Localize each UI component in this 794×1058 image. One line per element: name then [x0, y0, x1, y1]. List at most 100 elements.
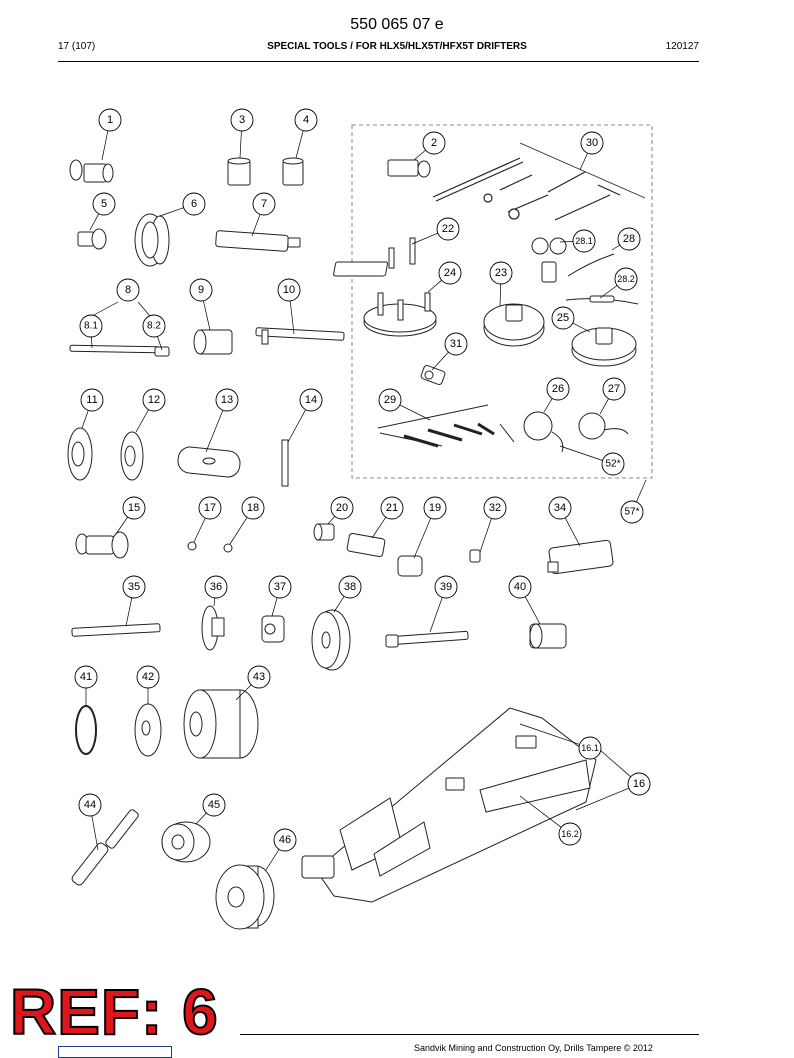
callout-circle — [98, 108, 122, 132]
callout-circle — [182, 192, 206, 216]
callout-28-2: 28.2 — [614, 267, 638, 291]
callout-8: 8 — [116, 278, 140, 302]
part-3-drawing — [227, 157, 251, 186]
callout-22: 22 — [436, 217, 460, 241]
callout-label: 37 — [274, 581, 286, 593]
part-10-drawing — [255, 327, 345, 345]
part-30-drawing — [432, 142, 646, 221]
callout-leader-4 — [295, 130, 304, 159]
callout-leader-17 — [193, 517, 206, 543]
callout-label: 18 — [247, 502, 259, 514]
callout-leader-16-2 — [519, 795, 562, 828]
callout-15: 15 — [122, 496, 146, 520]
callout-label: 41 — [80, 671, 92, 683]
part-18-drawing — [223, 543, 233, 553]
callout-label: 13 — [221, 394, 233, 406]
callout-label: 15 — [128, 502, 140, 514]
callout-leader-8-1 — [91, 336, 93, 349]
part-14-drawing — [281, 439, 289, 487]
callout-27: 27 — [602, 377, 626, 401]
callout-leader-43 — [235, 684, 252, 701]
callout-circle — [508, 575, 532, 599]
callout-circle — [202, 793, 226, 817]
callout-circle — [142, 314, 166, 338]
callout-leader-8 — [91, 301, 119, 317]
callout-circle — [252, 192, 276, 216]
part-11-drawing — [67, 427, 93, 481]
callout-circle — [142, 388, 166, 412]
part-44-drawing — [71, 809, 139, 886]
callout-label: 23 — [495, 267, 507, 279]
callout-circle — [546, 377, 570, 401]
page-number: 17 (107) — [58, 41, 96, 52]
callout-leader-36 — [213, 597, 216, 607]
callout-circle — [198, 496, 222, 520]
callout-28: 28 — [617, 227, 641, 251]
callout-label: 57* — [624, 507, 639, 518]
callout-30: 30 — [580, 131, 604, 155]
callout-label: 29 — [384, 394, 396, 406]
callout-leader-52-star — [559, 445, 603, 461]
callout-13: 13 — [215, 388, 239, 412]
callout-12: 12 — [142, 388, 166, 412]
callout-label: 45 — [208, 799, 220, 811]
callout-circle — [338, 575, 362, 599]
part-7-drawing — [215, 230, 301, 252]
callout-45: 45 — [202, 793, 226, 817]
callout-leader-18 — [229, 517, 248, 545]
callout-52-star: 52* — [601, 452, 625, 476]
part-38-drawing — [311, 609, 351, 671]
callout-leader-16-1 — [519, 723, 580, 745]
part-46-drawing — [215, 864, 275, 930]
callout-20: 20 — [330, 496, 354, 520]
callout-circle — [294, 108, 318, 132]
callout-circle — [247, 665, 271, 689]
part-4-drawing — [282, 157, 304, 186]
callout-leader-29 — [399, 404, 431, 421]
callout-circle — [78, 793, 102, 817]
callout-circle — [617, 227, 641, 251]
callout-leader-16 — [575, 787, 629, 811]
callout-label: 8 — [125, 284, 131, 296]
callout-16: 16 — [627, 772, 651, 796]
part-34-drawing — [547, 539, 614, 575]
callout-3: 3 — [230, 108, 254, 132]
callout-label: 16.1 — [581, 743, 599, 753]
callout-16-2: 16.2 — [558, 822, 582, 846]
callout-38: 38 — [338, 575, 362, 599]
callout-circle — [614, 267, 638, 291]
callout-label: 28 — [623, 233, 635, 245]
part-12-drawing — [120, 431, 144, 481]
callout-leader-19 — [413, 517, 432, 559]
callout-label: 12 — [148, 394, 160, 406]
callout-28-1: 28.1 — [572, 229, 596, 253]
part-41-drawing — [75, 705, 97, 755]
callout-circle — [330, 496, 354, 520]
callout-circle — [299, 388, 323, 412]
callout-leader-32 — [479, 518, 492, 553]
callout-label: 16.2 — [561, 829, 579, 839]
callout-circle — [74, 665, 98, 689]
callout-leader-6 — [159, 207, 184, 217]
part-illustrations — [67, 124, 653, 930]
part-43-drawing — [183, 689, 259, 759]
callout-label: 30 — [586, 137, 598, 149]
part-20-drawing — [313, 523, 335, 541]
callout-leader-26 — [543, 398, 553, 413]
callout-25: 25 — [551, 306, 575, 330]
callout-leader-14 — [287, 409, 307, 443]
callout-label: 34 — [554, 502, 566, 514]
callout-leader-1 — [101, 130, 109, 161]
document-number: 550 065 07 e — [350, 16, 444, 33]
callout-label: 52* — [605, 459, 620, 470]
part-39-drawing — [385, 630, 469, 648]
callout-circle — [489, 261, 513, 285]
callout-leader-20 — [327, 516, 336, 525]
callout-circle — [572, 229, 596, 253]
callout-10: 10 — [277, 278, 301, 302]
callout-21: 21 — [380, 496, 404, 520]
callout-39: 39 — [434, 575, 458, 599]
